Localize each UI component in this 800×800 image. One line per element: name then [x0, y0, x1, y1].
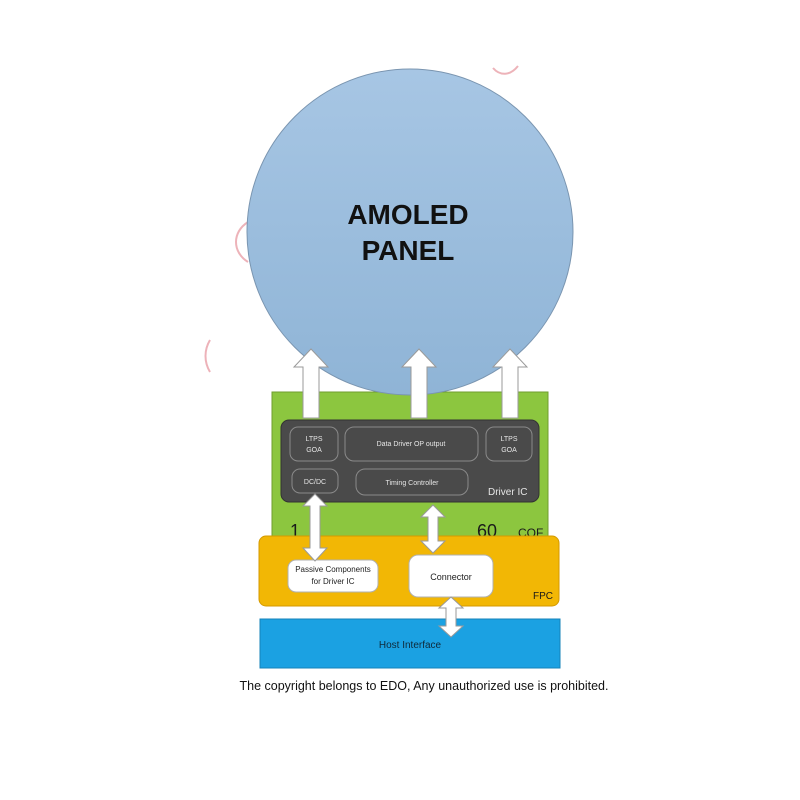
timing-controller-box	[355, 468, 469, 496]
up-arrows	[292, 348, 529, 419]
arrow-dcdc-to-passive	[301, 493, 329, 562]
amoled-panel	[246, 68, 574, 396]
arrow-cof-to-connector	[419, 504, 447, 554]
data-driver-box	[344, 426, 479, 462]
data-driver-label: Data Driver OP output	[377, 441, 446, 448]
timing-controller-label: Timing Controller	[385, 480, 439, 487]
ltps-goa-left-box	[289, 426, 339, 462]
driver-ic-sub-blocks	[289, 426, 533, 496]
host-interface-label: Host Interface	[379, 640, 442, 651]
ltps-goa-left-line1: LTPS	[306, 436, 323, 443]
passive-components-box	[287, 559, 379, 593]
panel-title-line1: AMOLED	[347, 199, 468, 230]
panel-title-line2: PANEL	[362, 235, 455, 266]
connector-label: Connector	[430, 572, 472, 582]
bidirectional-arrows	[301, 493, 465, 638]
passive-components-line1: Passive Components	[295, 565, 371, 574]
arrow-connector-to-host	[437, 596, 465, 638]
up-arrow-right	[491, 348, 529, 419]
up-arrow-left	[292, 348, 330, 419]
ltps-goa-right-line1: LTPS	[501, 436, 518, 443]
host-interface-box	[259, 618, 561, 669]
ltps-goa-right-line2: GOA	[501, 447, 517, 454]
decorative-marks	[204, 65, 519, 373]
pin-start-label: 1	[290, 521, 300, 541]
passive-components-line2: for Driver IC	[311, 577, 354, 586]
driver-ic-label: Driver IC	[488, 487, 527, 498]
up-arrow-center	[400, 348, 438, 419]
copyright-notice: The copyright belongs to EDO, Any unauth…	[239, 679, 609, 693]
fpc-label: FPC	[533, 591, 553, 602]
ltps-goa-right-box	[485, 426, 533, 462]
dcdc-label: DC/DC	[304, 479, 326, 486]
dcdc-box	[291, 468, 339, 494]
ltps-goa-left-line2: GOA	[306, 447, 322, 454]
